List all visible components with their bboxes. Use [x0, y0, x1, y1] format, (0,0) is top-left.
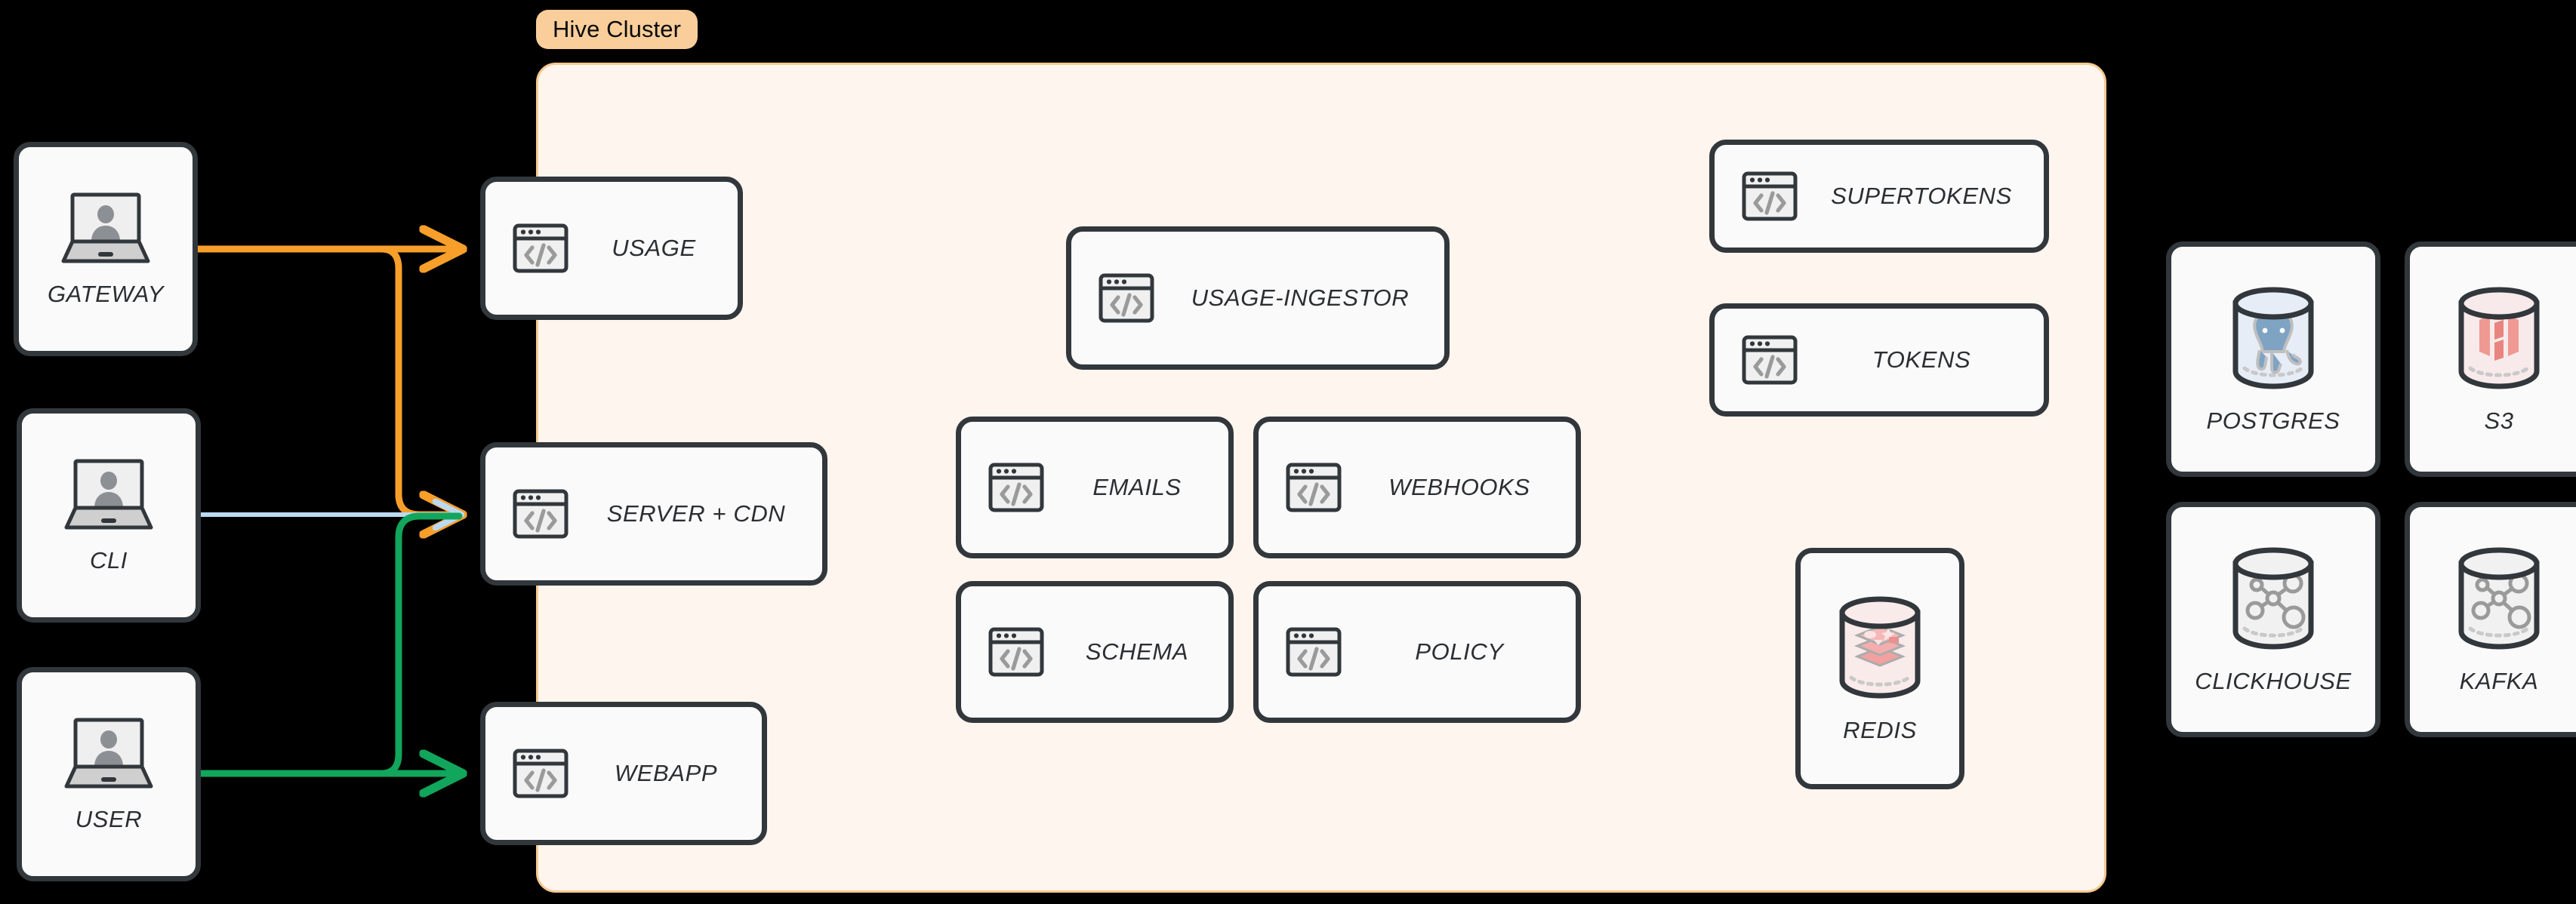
- service-card-server-cdn[interactable]: SERVER + CDN: [480, 442, 827, 586]
- service-label: SUPERTOKENS: [1831, 183, 2012, 209]
- postgres-cylinder-icon: [2222, 284, 2325, 395]
- service-card-tokens[interactable]: TOKENS: [1709, 303, 2049, 417]
- client-card-cli[interactable]: CLI: [17, 408, 201, 623]
- datastore-label: CLICKHOUSE: [2195, 668, 2352, 694]
- service-label: WEBAPP: [614, 760, 718, 786]
- client-card-user[interactable]: USER: [17, 667, 201, 881]
- service-label: SCHEMA: [1085, 638, 1189, 665]
- datastore-card-kafka[interactable]: KAFKA: [2405, 502, 2576, 737]
- code-window-icon: [987, 458, 1046, 517]
- code-window-icon: [1097, 269, 1156, 327]
- service-label-wrap: USAGE: [570, 235, 738, 262]
- service-card-supertokens[interactable]: SUPERTOKENS: [1709, 140, 2049, 253]
- service-card-webhooks[interactable]: WEBHOOKS: [1253, 417, 1581, 558]
- service-card-schema[interactable]: SCHEMA: [956, 581, 1234, 723]
- redis-cylinder-icon: [1829, 593, 1931, 705]
- code-window-icon: [1740, 331, 1799, 389]
- service-label: WEBHOOKS: [1388, 474, 1530, 500]
- datastore-card-redis[interactable]: REDIS: [1795, 548, 1964, 789]
- service-card-policy[interactable]: POLICY: [1253, 581, 1581, 723]
- service-label-wrap: USAGE-INGESTOR: [1156, 284, 1444, 312]
- datastore-card-clickhouse[interactable]: CLICKHOUSE: [2166, 502, 2380, 737]
- laptop-user-icon: [60, 457, 157, 535]
- datastore-label: REDIS: [1843, 717, 1917, 743]
- client-card-gateway[interactable]: GATEWAY: [14, 142, 198, 356]
- service-label: USAGE-INGESTOR: [1191, 284, 1410, 311]
- service-card-webapp[interactable]: WEBAPP: [480, 702, 767, 845]
- wire-user-to-server-cdn: [197, 512, 463, 777]
- service-label: SERVER + CDN: [606, 500, 786, 527]
- code-window-icon: [511, 219, 570, 278]
- service-label-wrap: EMAILS: [1046, 474, 1228, 501]
- hive-cluster-badge-label: Hive Cluster: [536, 10, 698, 50]
- service-label-wrap: WEBHOOKS: [1343, 474, 1576, 501]
- service-card-usage[interactable]: USAGE: [480, 177, 743, 320]
- client-label: USER: [75, 806, 143, 832]
- code-window-icon: [511, 744, 570, 803]
- service-label-wrap: SCHEMA: [1046, 638, 1228, 666]
- datastore-label: KAFKA: [2459, 668, 2539, 694]
- service-label-wrap: WEBAPP: [570, 760, 762, 787]
- code-window-icon: [511, 484, 570, 543]
- service-label-wrap: SUPERTOKENS: [1799, 183, 2044, 210]
- service-card-emails[interactable]: EMAILS: [956, 417, 1234, 558]
- s3-cylinder-icon: [2448, 284, 2550, 395]
- service-label-wrap: POLICY: [1343, 638, 1576, 666]
- code-window-icon: [1284, 623, 1343, 681]
- code-window-icon: [987, 623, 1046, 681]
- nodes-cylinder-icon: [2448, 544, 2550, 656]
- nodes-cylinder-icon: [2222, 544, 2325, 656]
- laptop-user-icon: [60, 715, 157, 794]
- code-window-icon: [1284, 458, 1343, 517]
- service-card-usage-ingestor[interactable]: USAGE-INGESTOR: [1066, 226, 1450, 370]
- client-label: GATEWAY: [47, 281, 165, 307]
- datastore-label: POSTGRES: [2206, 407, 2340, 434]
- service-label-wrap: SERVER + CDN: [570, 500, 822, 527]
- service-label: USAGE: [612, 235, 696, 261]
- service-label: TOKENS: [1872, 346, 1971, 373]
- client-label: CLI: [89, 547, 128, 573]
- datastore-card-postgres[interactable]: POSTGRES: [2166, 241, 2380, 477]
- laptop-user-icon: [57, 190, 154, 269]
- code-window-icon: [1740, 167, 1799, 226]
- service-label-wrap: TOKENS: [1799, 346, 2044, 374]
- datastore-label: S3: [2484, 407, 2514, 434]
- service-label: EMAILS: [1092, 474, 1182, 500]
- datastore-card-s3[interactable]: S3: [2405, 241, 2576, 477]
- wire-gateway-to-server-cdn: [194, 245, 459, 515]
- service-label: POLICY: [1415, 638, 1504, 665]
